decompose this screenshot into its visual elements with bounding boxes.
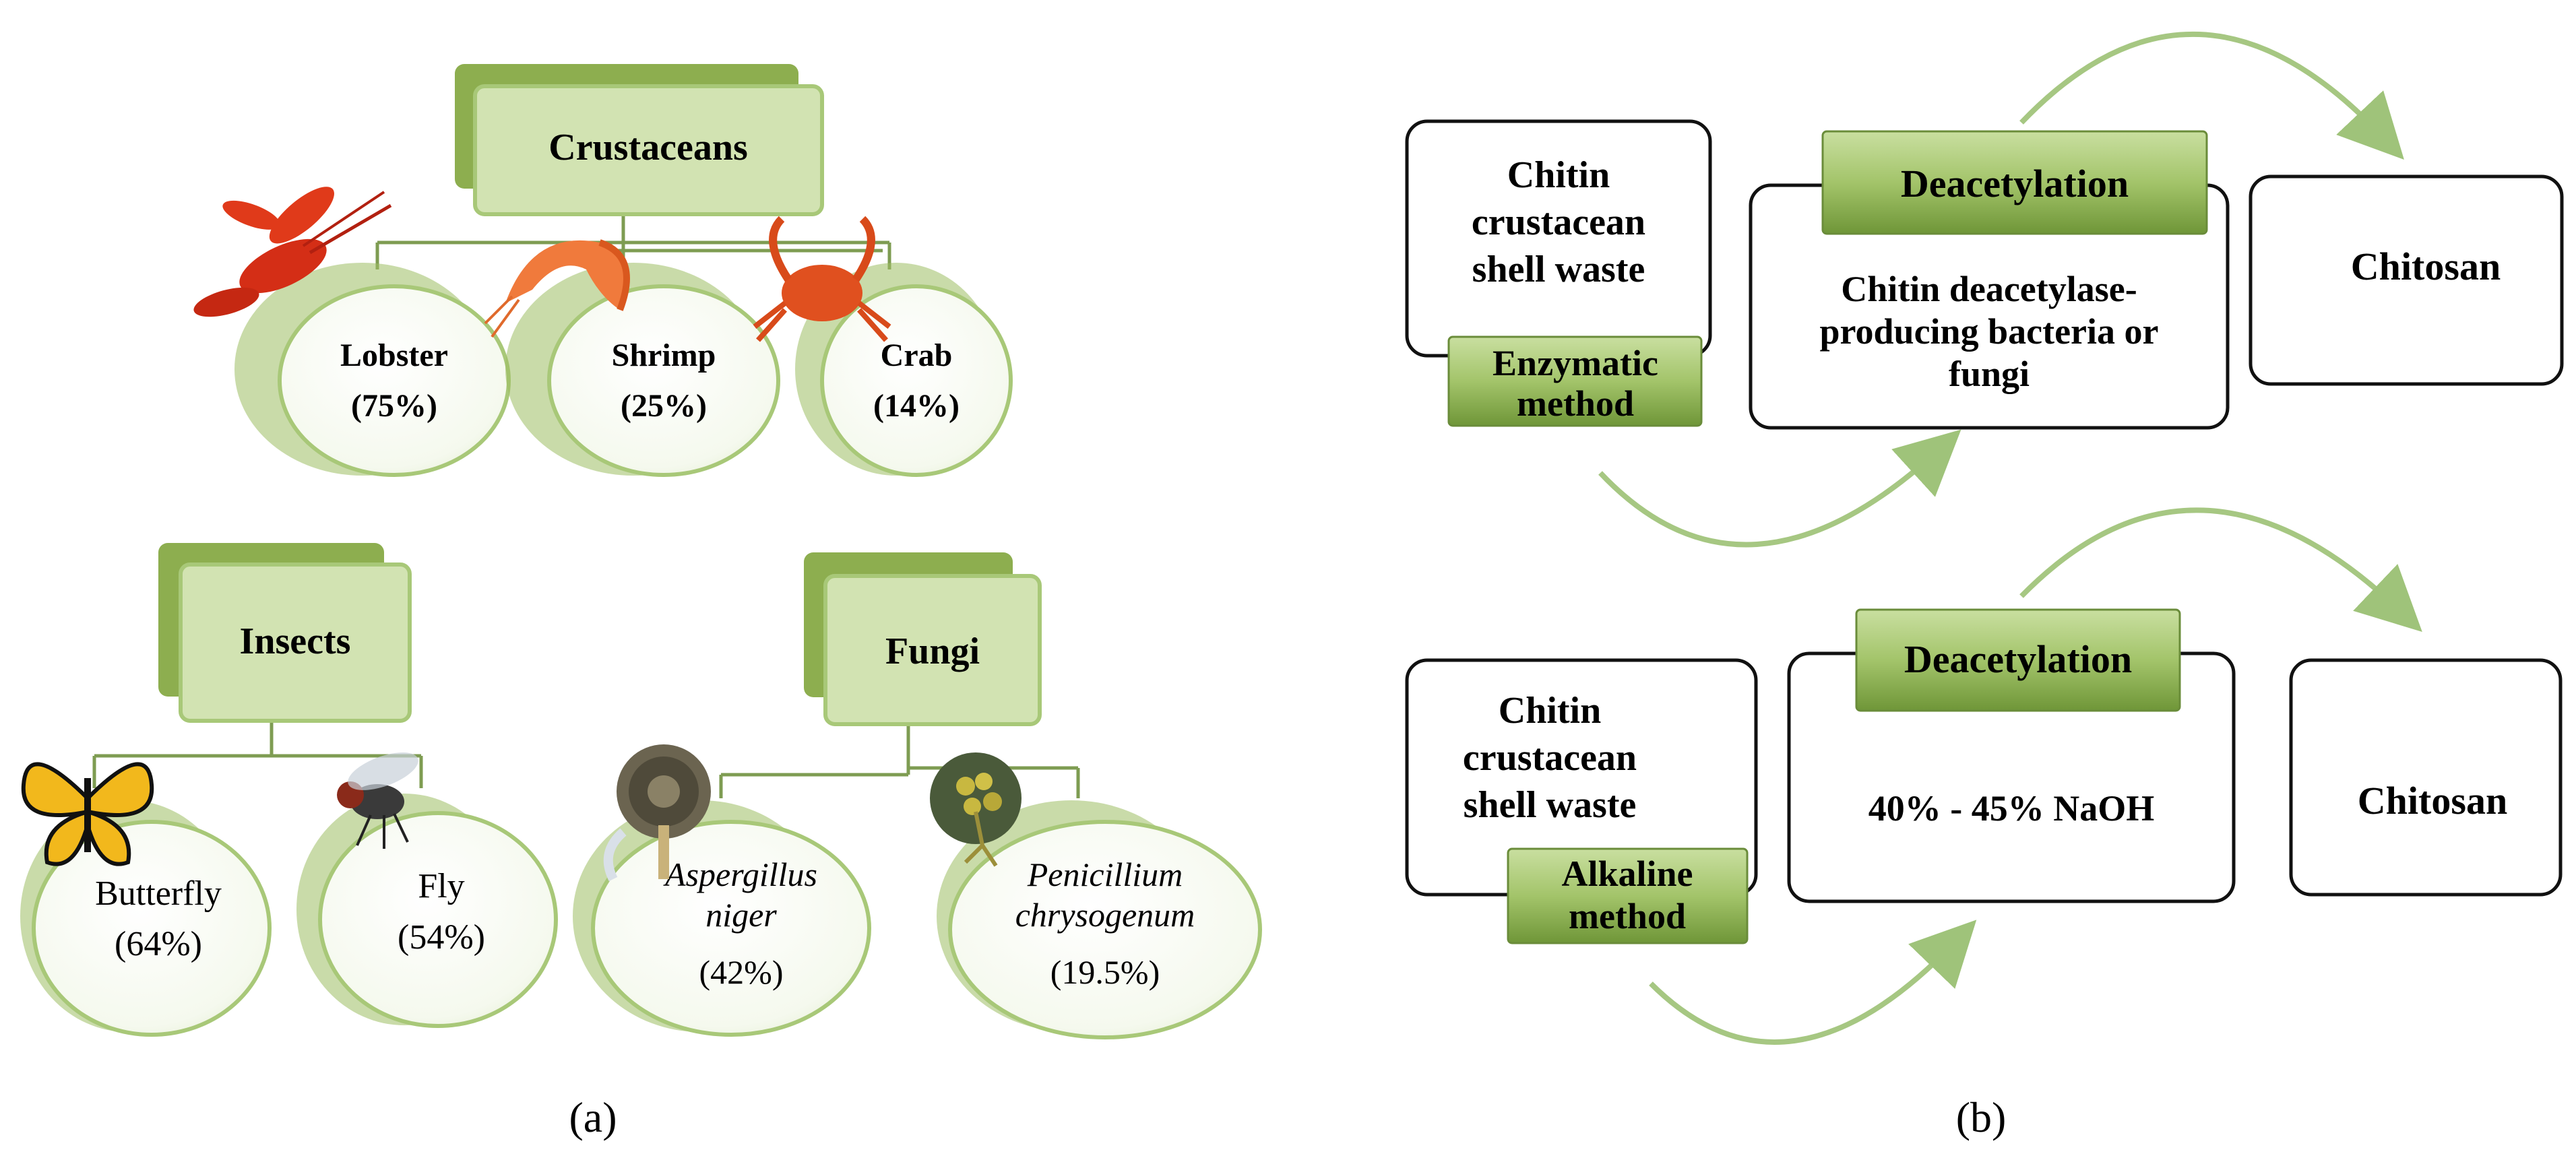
product-box-2: Chitosan bbox=[2289, 658, 2563, 897]
item-lobster-name: Lobster bbox=[340, 337, 448, 373]
product-box-1: Chitosan bbox=[2249, 174, 2564, 386]
item-penicillium-name-line2: chrysogenum bbox=[1015, 896, 1195, 934]
method-1-line1: Enzymatic bbox=[1493, 343, 1658, 383]
item-shrimp-name: Shrimp bbox=[612, 337, 716, 373]
caption-a: (a) bbox=[569, 1093, 617, 1141]
fungi-connectors bbox=[719, 724, 1080, 798]
arrow-top-2 bbox=[2019, 507, 2422, 633]
heading-fungi: Fungi bbox=[804, 552, 1042, 726]
heading-crustaceans: Crustaceans bbox=[455, 64, 824, 216]
item-shrimp-pct: (25%) bbox=[621, 388, 707, 424]
crab-icon bbox=[753, 216, 891, 342]
item-fly: Fly (54%) bbox=[296, 752, 558, 1028]
agent-box-1: Chitin deacetylase- producing bacteria o… bbox=[1749, 183, 2230, 430]
item-fly-name: Fly bbox=[418, 867, 464, 905]
insects-connectors bbox=[92, 721, 423, 788]
item-fly-pct: (54%) bbox=[398, 918, 485, 957]
product-1-label: Chitosan bbox=[2351, 245, 2501, 288]
method-2-line1: Alkaline bbox=[1561, 854, 1693, 894]
penicillium-icon bbox=[930, 752, 1022, 867]
method-badge-enzymatic: Enzymatic method bbox=[1447, 335, 1703, 427]
item-crab: Crab (14%) bbox=[753, 216, 1013, 477]
source-2-line2: crustacean bbox=[1463, 737, 1637, 779]
source-1-line2: crustacean bbox=[1472, 201, 1645, 243]
shrimp-icon bbox=[484, 239, 630, 338]
group-fungi: Fungi Aspergillus niger (42%) bbox=[573, 552, 1262, 1039]
step-badge-2: Deacetylation bbox=[1855, 608, 2181, 712]
method-1-line2: method bbox=[1517, 383, 1634, 424]
step-2-label: Deacetylation bbox=[1904, 637, 2132, 681]
item-aspergillus-name-line2: niger bbox=[705, 896, 777, 934]
item-lobster: Lobster (75%) bbox=[193, 187, 511, 477]
heading-insects-label: Insects bbox=[240, 620, 351, 662]
item-butterfly-pct: (64%) bbox=[115, 925, 202, 963]
source-2-line3: shell waste bbox=[1464, 784, 1637, 826]
item-penicillium-name-line1: Penicillium bbox=[1027, 856, 1183, 893]
fly-icon bbox=[337, 752, 418, 849]
method-2-line2: method bbox=[1569, 896, 1686, 936]
heading-crustaceans-label: Crustaceans bbox=[548, 127, 748, 168]
heading-fungi-label: Fungi bbox=[885, 631, 980, 672]
panel-a: Crustaceans Lobster (75%) bbox=[20, 64, 1262, 1141]
lobster-icon bbox=[193, 187, 392, 317]
item-penicillium: Penicillium chrysogenum (19.5%) bbox=[930, 752, 1262, 1039]
item-penicillium-pct: (19.5%) bbox=[1050, 953, 1160, 991]
item-aspergillus-pct: (42%) bbox=[699, 953, 784, 991]
item-aspergillus: Aspergillus niger (42%) bbox=[573, 744, 871, 1037]
butterfly-icon bbox=[21, 762, 154, 866]
arrow-bottom-1 bbox=[1598, 429, 1961, 548]
method-badge-alkaline: Alkaline method bbox=[1507, 847, 1749, 944]
item-shrimp: Shrimp (25%) bbox=[484, 239, 780, 477]
agent-1-line1: Chitin deacetylase- bbox=[1841, 269, 2137, 309]
item-lobster-pct: (75%) bbox=[351, 388, 437, 424]
source-2-line1: Chitin bbox=[1499, 690, 1602, 732]
item-aspergillus-name-line1: Aspergillus bbox=[663, 856, 817, 893]
agent-1-line3: fungi bbox=[1949, 354, 2030, 394]
group-crustaceans: Crustaceans Lobster (75%) bbox=[193, 64, 1013, 477]
source-1-line1: Chitin bbox=[1507, 154, 1610, 196]
source-box-1: Chitin crustacean shell waste bbox=[1405, 119, 1712, 358]
process-row-enzymatic: Chitin crustacean shell waste Enzymatic … bbox=[1405, 31, 2564, 548]
source-1-line3: shell waste bbox=[1472, 249, 1645, 290]
item-crab-name: Crab bbox=[881, 337, 953, 373]
item-crab-pct: (14%) bbox=[873, 388, 960, 424]
crustaceans-connectors bbox=[375, 214, 891, 269]
product-2-label: Chitosan bbox=[2358, 779, 2507, 823]
caption-b: (b) bbox=[1956, 1093, 2007, 1141]
item-butterfly-name: Butterfly bbox=[95, 874, 222, 913]
source-box-2: Chitin crustacean shell waste bbox=[1405, 658, 1758, 897]
agent-1-line2: producing bacteria or bbox=[1820, 311, 2159, 352]
process-row-alkaline: Chitin crustacean shell waste Alkaline m… bbox=[1405, 507, 2563, 1045]
agent-box-2: 40% - 45% NaOH bbox=[1787, 651, 2236, 903]
panel-b: Chitin crustacean shell waste Enzymatic … bbox=[1405, 31, 2564, 1141]
arrow-top-1 bbox=[2019, 31, 2404, 160]
arrow-bottom-2 bbox=[1649, 920, 1977, 1045]
step-1-label: Deacetylation bbox=[1901, 162, 2129, 205]
agent-2-line1: 40% - 45% NaOH bbox=[1868, 788, 2155, 829]
group-insects: Insects Butterfly (64%) bbox=[20, 543, 558, 1037]
aspergillus-icon bbox=[603, 744, 711, 882]
item-butterfly: Butterfly (64%) bbox=[20, 762, 272, 1037]
heading-insects: Insects bbox=[158, 543, 412, 723]
step-badge-1: Deacetylation bbox=[1821, 130, 2208, 235]
